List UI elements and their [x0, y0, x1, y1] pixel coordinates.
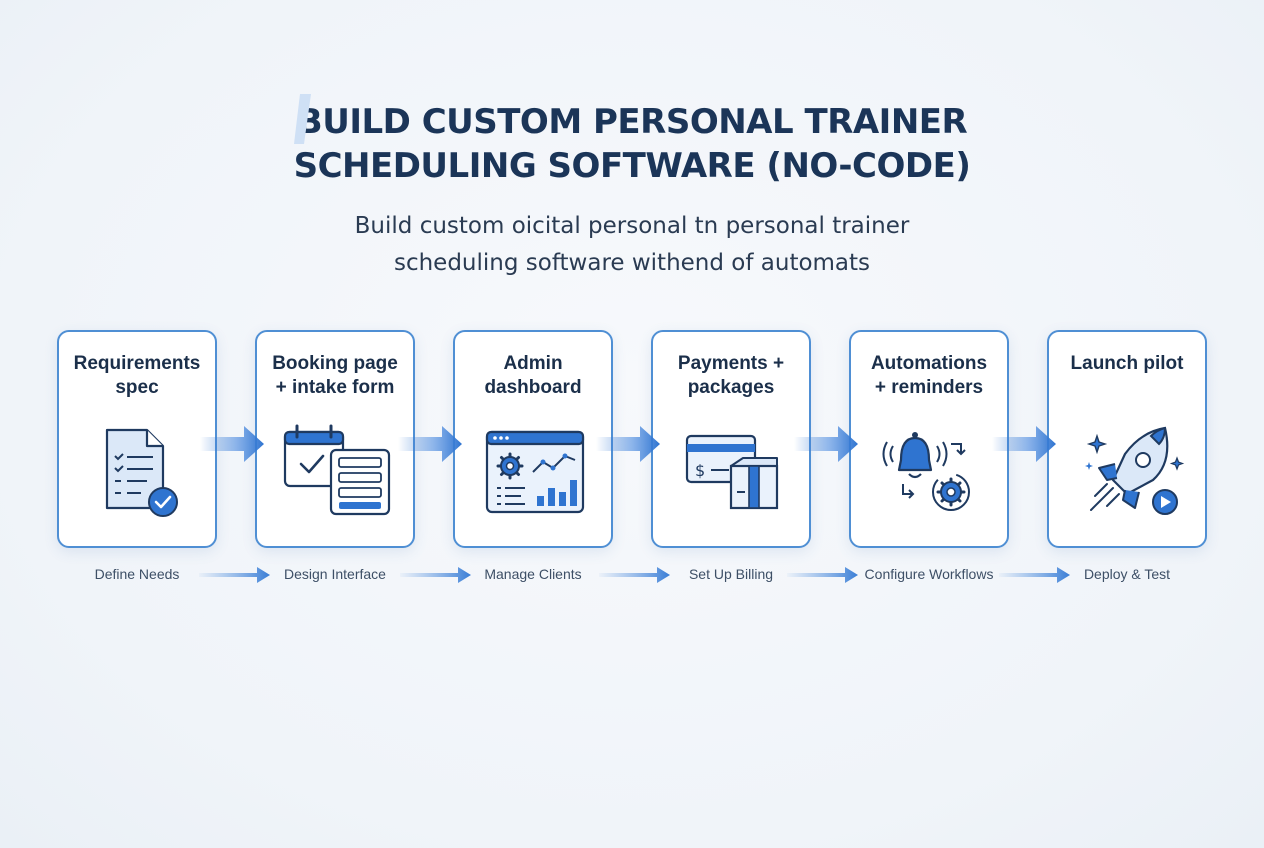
label-arrow-4: [787, 567, 858, 583]
label-arrow-3: [599, 567, 670, 583]
dollar-sign-icon: $: [695, 461, 705, 480]
step-title: Booking page + intake form: [272, 353, 398, 398]
step-label-design-interface: Design Interface: [284, 566, 386, 582]
subtitle-line-2: scheduling software withend of automats: [393, 250, 871, 276]
step-card-booking: Booking page + intake form: [255, 330, 415, 548]
step-card-admin: Admin dashboard: [453, 330, 613, 548]
checklist-document-icon: [105, 428, 178, 517]
step-title: Launch pilot: [1070, 353, 1184, 374]
subtitle-block: Build custom oicital personal tn persona…: [0, 208, 1264, 282]
page-title-line-1: BUILD CUSTOM PERSONAL TRAINER: [296, 102, 968, 142]
subtitle-line-1: Build custom oicital personal tn persona…: [354, 213, 910, 239]
title-accent-mark: [294, 94, 311, 144]
payment-package-icon: $: [685, 434, 779, 510]
flow-arrow-2: [398, 426, 462, 462]
label-arrow-5: [999, 567, 1070, 583]
step-label-set-up-billing: Set Up Billing: [688, 566, 774, 582]
label-arrow-1: [199, 567, 270, 583]
calendar-form-icon: [283, 424, 391, 516]
label-arrow-2: [400, 567, 471, 583]
title-block: BUILD CUSTOM PERSONAL TRAINER SCHEDULING…: [0, 94, 1264, 188]
step-title: Requirements spec: [73, 353, 201, 398]
step-card-requirements: Requirements spec: [57, 330, 217, 548]
step-title: Admin dashboard: [484, 353, 582, 398]
flow-arrow-3: [596, 426, 660, 462]
dashboard-icon: [485, 430, 585, 514]
step-card-payments: Payments + packages $: [651, 330, 811, 548]
step-label-configure-workflows: Configure Workflows: [864, 566, 994, 582]
step-label-deploy-test: Deploy & Test: [1083, 566, 1171, 582]
step-label-manage-clients: Manage Clients: [484, 566, 582, 582]
step-title: Automations + reminders: [870, 353, 988, 398]
page-title-line-2: SCHEDULING SOFTWARE (NO-CODE): [293, 146, 971, 186]
flow-arrow-1: [200, 426, 264, 462]
step-card-launch: Launch pilot: [1047, 330, 1207, 548]
step-label-define-needs: Define Needs: [94, 566, 180, 582]
flow-arrow-5: [992, 426, 1056, 462]
flow-arrow-4: [794, 426, 858, 462]
bell-gear-icon: [882, 432, 970, 511]
rocket-icon: [1085, 426, 1185, 515]
step-title: Payments + packages: [677, 353, 785, 398]
step-card-automations: Automations + reminders: [849, 330, 1009, 548]
